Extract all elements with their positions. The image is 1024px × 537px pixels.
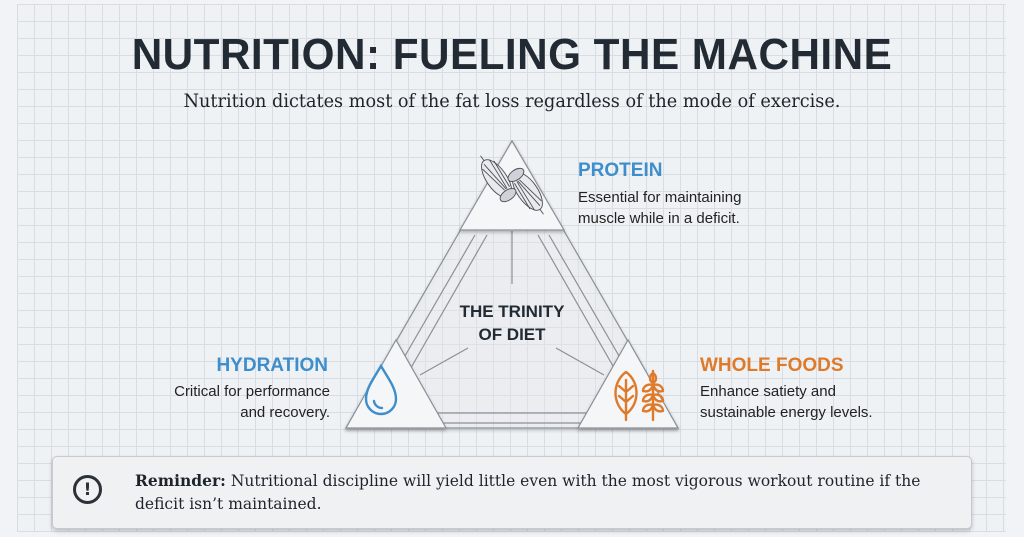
protein-description-line2: muscle while in a deficit. [578, 210, 740, 227]
exclamation-circle-icon: ! [73, 475, 102, 504]
whole-foods-title: WHOLE FOODS [700, 355, 844, 376]
page-title: NUTRITION: FUELING THE MACHINE [131, 30, 893, 79]
center-label-line2: OF DIET [478, 325, 546, 344]
center-label-line1: THE TRINITY [459, 302, 565, 321]
center-label: THE TRINITY OF DIET [432, 300, 592, 346]
whole-foods-description-line1: Enhance satiety and [700, 383, 836, 400]
hydration-title: HYDRATION [216, 355, 328, 376]
hydration-description-line1: Critical for performance [174, 383, 330, 400]
reminder-callout: ! Reminder: Nutritional discipline will … [52, 456, 972, 529]
whole-foods-description: Enhance satiety and sustainable energy l… [700, 381, 873, 423]
hydration-description: Critical for performance and recovery. [100, 381, 330, 423]
protein-title: PROTEIN [578, 160, 663, 181]
muscle-icon [480, 155, 544, 215]
whole-foods-description-line2: sustainable energy levels. [700, 404, 873, 421]
reminder-body: Nutritional discipline will yield little… [135, 472, 921, 513]
reminder-label: Reminder: [135, 471, 226, 490]
outer-triangle [344, 139, 680, 429]
leaf-and-wheat-icon [614, 369, 665, 422]
protein-corner [458, 139, 566, 231]
protein-description-line1: Essential for maintaining [578, 189, 742, 206]
hydration-description-line2: and recovery. [240, 404, 330, 421]
protein-description: Essential for maintaining muscle while i… [578, 187, 741, 229]
reminder-text: Reminder: Nutritional discipline will yi… [135, 469, 965, 516]
water-drop-icon [364, 363, 398, 416]
page-subtitle: Nutrition dictates most of the fat loss … [183, 90, 841, 112]
